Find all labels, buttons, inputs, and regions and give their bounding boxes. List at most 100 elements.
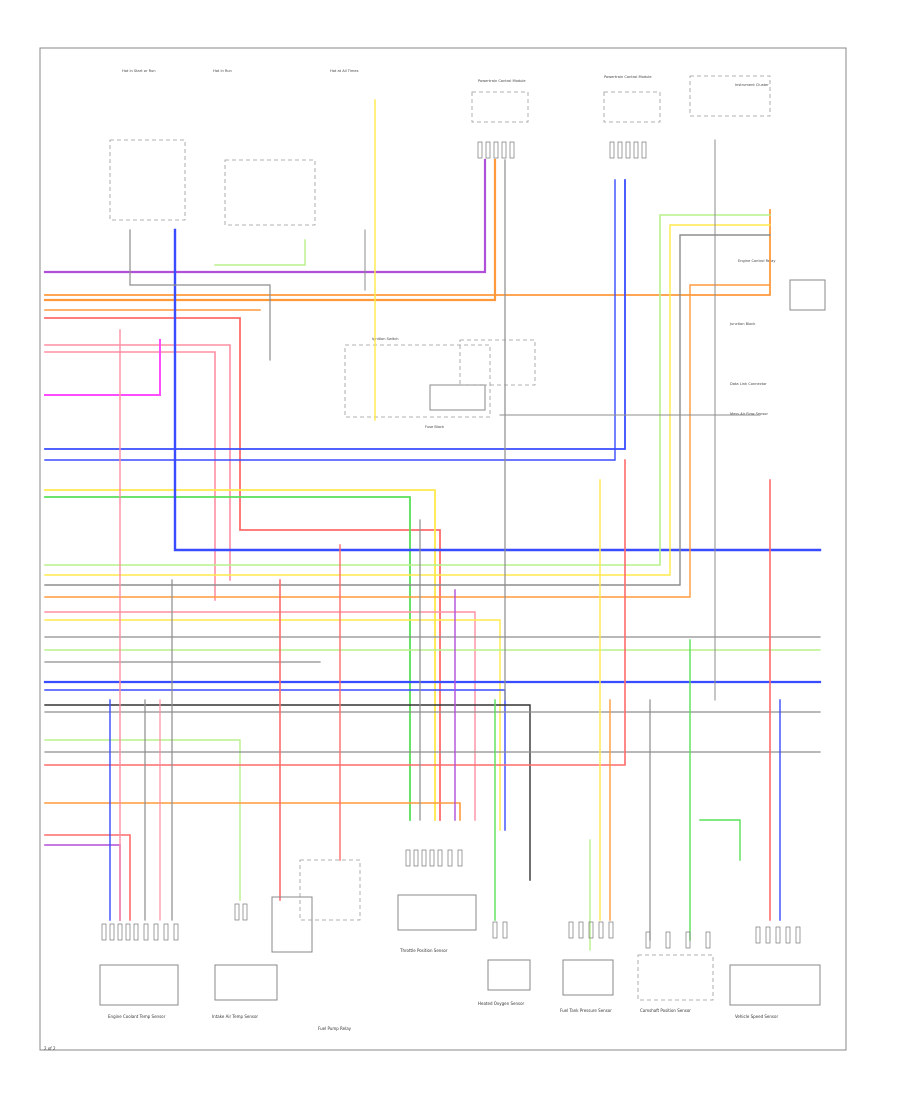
connector-pin-ect	[109, 923, 115, 941]
connector-pin-ftp	[568, 921, 574, 939]
connector-pin-pcm-right	[617, 141, 623, 159]
bottom-component-label: Intake Air Temp Sensor	[212, 1014, 258, 1019]
wire-magenta	[44, 339, 161, 396]
wire-red-3	[44, 834, 131, 921]
connector-pin-ftp	[588, 921, 594, 939]
connector-pin-pcm-left	[477, 141, 483, 159]
wire-blue-top-2	[44, 179, 616, 461]
top-component-hot-all-times: Hot at All Times	[330, 69, 359, 73]
connector-pin-iat	[242, 903, 248, 921]
connector-pin-ho2s	[492, 921, 498, 939]
mid-component-junction-block: Junction Block	[729, 322, 756, 326]
wire-green-v3	[699, 819, 741, 861]
mid-component-label: Data Link Connector	[730, 382, 767, 386]
bottom-component-fuel-pump-relay: Fuel Pump Relay	[271, 859, 361, 1031]
connector-pin-pcm-right	[633, 141, 639, 159]
mid-component-data-link-connector: Data Link Connector	[730, 382, 767, 386]
mid-component-engine-control-relay: Engine Control Relay	[738, 259, 826, 311]
connector-pin-tps	[457, 849, 463, 867]
connector-pin-ect	[133, 923, 139, 941]
connector-pin-tps	[413, 849, 419, 867]
connector-pin-tps	[429, 849, 435, 867]
wire-red-2	[44, 459, 626, 766]
top-component-hot-start-run: Hot in Start or Run	[109, 69, 186, 221]
wire-green	[44, 496, 411, 821]
wire-group	[43, 99, 822, 951]
wire-orange-bus-2	[44, 209, 771, 296]
connector-pin-pcm-left	[509, 141, 515, 159]
wire-pink	[44, 344, 231, 581]
bottom-component-ho2s: Heated Oxygen Sensor	[478, 959, 531, 1006]
wire-violet-low	[44, 844, 121, 921]
connector-pin-iat	[234, 903, 240, 921]
wire-orange-low	[44, 802, 461, 821]
wire-yellow-2	[44, 224, 771, 576]
connector-pin-ftp	[578, 921, 584, 939]
wire-blue-low-2	[44, 689, 506, 831]
connector-pin-ect	[117, 923, 123, 941]
top-component-label: Hot in Start or Run	[122, 69, 156, 73]
wire-red-long	[44, 317, 441, 821]
wire-pink-2	[44, 351, 216, 601]
connector-pin-cmp	[645, 931, 651, 949]
wire-lightgreen-3	[44, 739, 241, 901]
mid-component-fuse-block: Fuse Block	[425, 339, 536, 429]
connector-pin-ftp	[608, 921, 614, 939]
connector-pin-pcm-left	[501, 141, 507, 159]
wire-violet-bus	[43, 158, 487, 274]
connector-pin-pcm-left	[485, 141, 491, 159]
top-component-hot-run: Hot in Run	[213, 69, 316, 226]
top-component-label: Hot at All Times	[330, 69, 359, 73]
connector-pin-tps	[421, 849, 427, 867]
wire-lightgreen	[44, 214, 771, 566]
wire-blue-main	[173, 228, 822, 552]
connector-pin-vss	[775, 926, 781, 944]
bottom-component-label: Engine Coolant Temp Sensor	[108, 1014, 166, 1019]
mid-component-maf-sensor: Mass Air Flow Sensor	[730, 412, 768, 416]
top-component-pcm-right: Powertrain Control Module	[603, 75, 661, 123]
top-component-label: Instrument Cluster	[735, 83, 769, 87]
wire-gray-bus	[129, 229, 271, 301]
connector-pin-ect	[153, 923, 159, 941]
top-component-instrument-cluster: Instrument Cluster	[689, 75, 771, 117]
top-component-label: Hot in Run	[213, 69, 232, 73]
connector-pin-ect	[173, 923, 179, 941]
bottom-component-label: Fuel Pump Relay	[318, 1026, 352, 1031]
bottom-component-tps: Throttle Position Sensor	[397, 894, 477, 953]
wire-orange-bus	[43, 158, 497, 302]
connector-pin-pcm-left	[493, 141, 499, 159]
bottom-component-label: Vehicle Speed Sensor	[735, 1014, 778, 1019]
connector-pin-vss	[765, 926, 771, 944]
connector-pin-vss	[755, 926, 761, 944]
connector-pin-ho2s	[502, 921, 508, 939]
bottom-component-ect-sensor: Engine Coolant Temp Sensor	[99, 964, 179, 1019]
connector-pin-cmp	[665, 931, 671, 949]
page-number: 2 of 2	[44, 1046, 56, 1051]
diagram-frame	[39, 47, 847, 1051]
top-component-pcm-left: Powertrain Control Module	[471, 79, 529, 123]
wire-gray	[44, 234, 771, 586]
mid-component-label: Mass Air Flow Sensor	[730, 412, 768, 416]
mid-component-ignition-switch: Ignition Switch	[344, 337, 491, 418]
mid-component-label: Engine Control Relay	[738, 259, 776, 263]
connector-pin-ect	[101, 923, 107, 941]
connector-pin-ect	[125, 923, 131, 941]
connector-pin-tps	[405, 849, 411, 867]
wire-blue-top	[44, 179, 626, 450]
mid-component-label: Ignition Switch	[372, 337, 399, 341]
bottom-component-vss: Vehicle Speed Sensor	[729, 964, 821, 1019]
connector-pin-ftp	[598, 921, 604, 939]
top-component-label: Powertrain Control Module	[478, 79, 526, 83]
bottom-component-iat-sensor: Intake Air Temp Sensor	[212, 964, 278, 1019]
bottom-component-label: Camshaft Position Sensor	[640, 1008, 691, 1013]
connector-pin-cmp	[685, 931, 691, 949]
mid-component-label: Junction Block	[729, 322, 756, 326]
wire-lightgreen-top	[214, 239, 306, 266]
wire-orange-3	[44, 284, 771, 598]
connector-pin-tps	[437, 849, 443, 867]
connector-pin-tps	[447, 849, 453, 867]
connector-pin-pcm-right	[609, 141, 615, 159]
connector-pin-ect	[143, 923, 149, 941]
